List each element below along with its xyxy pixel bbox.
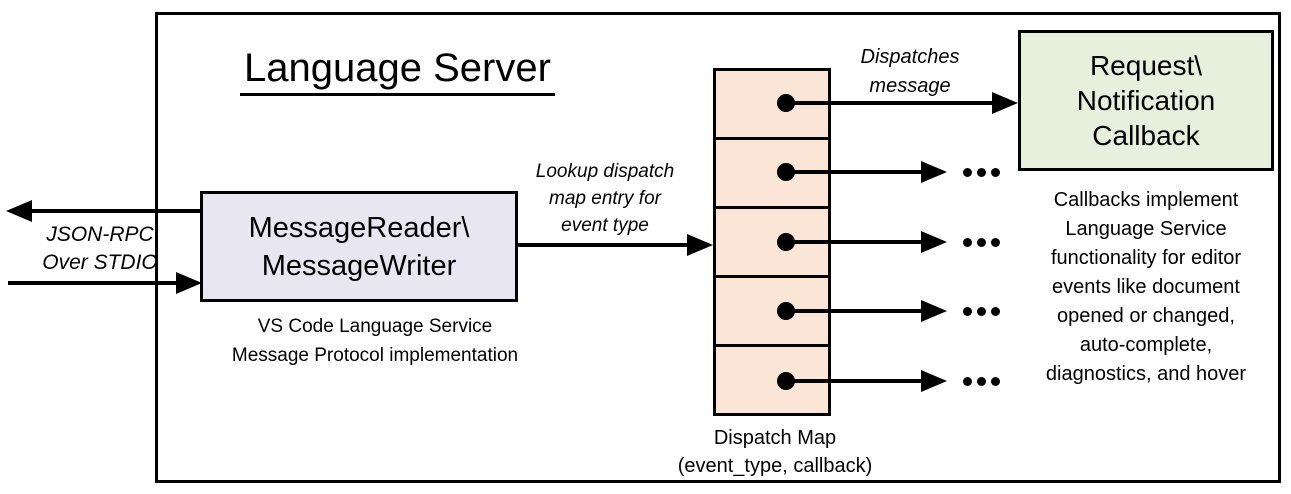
dispatch-arrow-5-head-icon [921, 370, 947, 392]
dispatch-arrow-1-head-icon [992, 92, 1018, 114]
dispatch-arrow-1-line [786, 101, 996, 105]
dispatch-arrow-4-line [786, 309, 923, 313]
dispatch-map-cell [716, 209, 828, 278]
stdio-label: JSON-RPC Over STDIO [42, 223, 158, 274]
lookup-label: Lookup dispatch map entry for event type [535, 161, 675, 236]
dispatch-map-caption: Dispatch Map (event_type, callback) [677, 427, 873, 477]
dispatch-arrow-3-head-icon [921, 231, 947, 253]
ellipsis-icon [963, 168, 1000, 177]
stdio-out-arrow-line [28, 209, 202, 213]
page-title-wrap: Language Server [165, 44, 630, 96]
lookup-arrow-line [515, 243, 691, 247]
dispatch-arrow-3-line [786, 240, 923, 244]
dispatches-label: Dispatches message [860, 46, 960, 97]
reader-caption: VS Code Language Service Message Protoco… [231, 316, 519, 366]
stdio-in-arrowhead-icon [176, 272, 202, 294]
page-title: Language Server [240, 44, 555, 96]
dispatch-map-cell [716, 278, 828, 347]
dispatch-arrow-5-line [786, 379, 923, 383]
dispatch-arrow-2-line [786, 170, 923, 174]
stdio-out-arrowhead-icon [6, 200, 32, 222]
callback-caption: Callbacks implement Language Service fun… [1045, 189, 1247, 385]
stdio-in-arrow-line [8, 281, 178, 285]
ellipsis-icon [963, 307, 1000, 316]
dispatch-arrow-2-head-icon [921, 161, 947, 183]
request-notification-callback-box: Request\ Notification Callback [1018, 30, 1274, 171]
ellipsis-icon [963, 238, 1000, 247]
dispatch-map-cell [716, 140, 828, 209]
dispatch-map-cell [716, 71, 828, 140]
lookup-arrowhead-icon [687, 234, 713, 256]
ellipsis-icon [963, 377, 1000, 386]
dispatch-arrow-4-head-icon [921, 300, 947, 322]
message-reader-writer-box: MessageReader\ MessageWriter [200, 191, 518, 302]
